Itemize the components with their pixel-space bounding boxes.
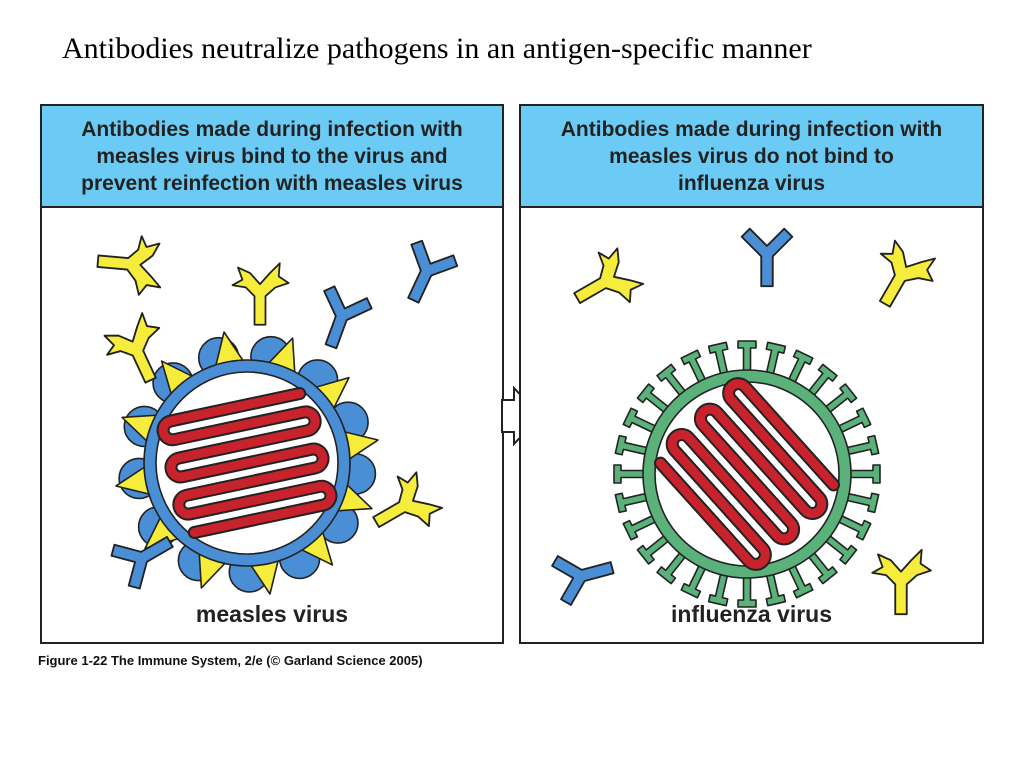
hemagglutinin-spike bbox=[636, 534, 671, 565]
figure-caption: Figure 1-22 The Immune System, 2/e (© Ga… bbox=[38, 653, 423, 668]
influenza-panel: Antibodies made during infection with me… bbox=[519, 104, 984, 644]
hemagglutinin-spike bbox=[656, 363, 687, 398]
hemagglutinin-spike bbox=[707, 571, 729, 607]
measles-header-line-1: Antibodies made during infection with bbox=[81, 117, 463, 141]
measles-panel: Antibodies made during infection with me… bbox=[40, 104, 504, 644]
hemagglutinin-spike bbox=[765, 341, 787, 377]
yellow-antibody-bound bbox=[231, 262, 290, 326]
blue-antibody-bound bbox=[110, 536, 174, 590]
hemagglutinin-spike bbox=[737, 340, 757, 373]
hemagglutinin-spike bbox=[656, 550, 687, 585]
measles-header-line-3: prevent reinfection with measles virus bbox=[81, 171, 463, 195]
measles-header-line-2: measles virus bind to the virus and bbox=[96, 144, 448, 168]
hemagglutinin-spike bbox=[636, 383, 671, 414]
measles-virus-label: measles virus bbox=[195, 601, 349, 627]
hemagglutinin-spike bbox=[823, 383, 858, 414]
yellow-antibody bbox=[871, 548, 932, 616]
yellow-antibody-bound bbox=[372, 471, 444, 528]
influenza-illustration bbox=[551, 227, 936, 616]
yellow-antibody bbox=[573, 247, 645, 304]
influenza-panel-header: Antibodies made during infection with me… bbox=[521, 106, 982, 208]
hemagglutinin-spike bbox=[787, 349, 814, 385]
hemagglutinin-spike bbox=[787, 563, 814, 599]
influenza-virus-label: influenza virus bbox=[670, 601, 833, 627]
hemagglutinin-spike bbox=[707, 341, 729, 377]
hemagglutinin-spike bbox=[622, 514, 658, 541]
yellow-antibody bbox=[96, 235, 162, 296]
influenza-header-line-1: Antibodies made during infection with bbox=[560, 117, 943, 141]
hemagglutinin-spike bbox=[614, 434, 650, 456]
hemagglutinin-spike bbox=[836, 514, 872, 541]
yellow-antibody bbox=[879, 239, 936, 308]
influenza-header-line-3: influenza virus bbox=[677, 171, 826, 195]
hemagglutinin-spike bbox=[848, 464, 881, 484]
hemagglutinin-spike bbox=[765, 571, 787, 607]
measles-illustration bbox=[96, 235, 459, 595]
hemagglutinin-spike bbox=[737, 575, 757, 608]
blue-antibody-bound bbox=[323, 285, 373, 350]
hemagglutinin-spike bbox=[622, 407, 658, 434]
free-antibodies bbox=[551, 227, 936, 616]
hemagglutinin-spike bbox=[807, 550, 838, 585]
hemagglutinin-spike bbox=[844, 434, 880, 456]
influenza-genome bbox=[653, 377, 841, 571]
measles-genome bbox=[156, 387, 338, 539]
hemagglutinin-spike bbox=[680, 563, 707, 599]
measles-antibodies bbox=[96, 235, 459, 590]
blue-antibody bbox=[551, 555, 615, 606]
hemagglutinin-spike bbox=[836, 407, 872, 434]
hemagglutinin-spike bbox=[844, 492, 880, 514]
influenza-header-line-2: measles virus do not bind to bbox=[609, 144, 894, 168]
hemagglutinin-spike bbox=[614, 492, 650, 514]
measles-virus-particle bbox=[115, 331, 379, 595]
measles-panel-header: Antibodies made during infection with me… bbox=[42, 106, 502, 208]
blue-antibody bbox=[740, 227, 794, 288]
slide-title: Antibodies neutralize pathogens in an an… bbox=[62, 32, 812, 65]
hemagglutinin-spike bbox=[823, 534, 858, 565]
hemagglutinin-spike bbox=[680, 349, 707, 385]
influenza-virus-particle bbox=[613, 340, 881, 608]
blue-antibody bbox=[407, 239, 459, 304]
hemagglutinin-spike bbox=[613, 464, 646, 484]
hemagglutinin-spike bbox=[807, 363, 838, 398]
yellow-antibody-bound bbox=[103, 312, 161, 384]
